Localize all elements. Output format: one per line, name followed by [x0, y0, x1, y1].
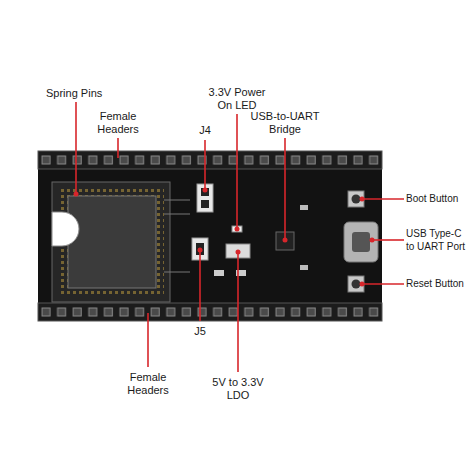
callout-label: USB Type-C to UART Port: [406, 227, 470, 253]
spring-pin-array: [60, 188, 164, 296]
module-notch: [52, 212, 79, 246]
callout-label: Boot Button: [406, 192, 470, 205]
callout-label: 3.3V Power On LED: [200, 86, 274, 112]
callout-label: J4: [193, 124, 217, 137]
j4-jumper: [197, 184, 213, 212]
callout-label: Spring Pins: [46, 87, 116, 100]
power-led: [232, 226, 242, 232]
callout-label: Female Headers: [123, 371, 173, 397]
usb-c-port: [344, 222, 378, 262]
callout-label: Reset Button: [406, 277, 470, 290]
reset-button: [348, 276, 364, 292]
leader-lines: [76, 102, 404, 372]
callout-label: Female Headers: [93, 110, 143, 136]
callout-label: USB-to-UART Bridge: [243, 110, 327, 136]
callout-label: 5V to 3.3V LDO: [201, 376, 275, 402]
header-pins: [38, 151, 382, 321]
module-shield: [68, 196, 156, 288]
boot-button: [348, 191, 364, 207]
module-board: [52, 182, 170, 302]
callout-label: J5: [188, 325, 212, 338]
leader-dots: [74, 188, 375, 287]
